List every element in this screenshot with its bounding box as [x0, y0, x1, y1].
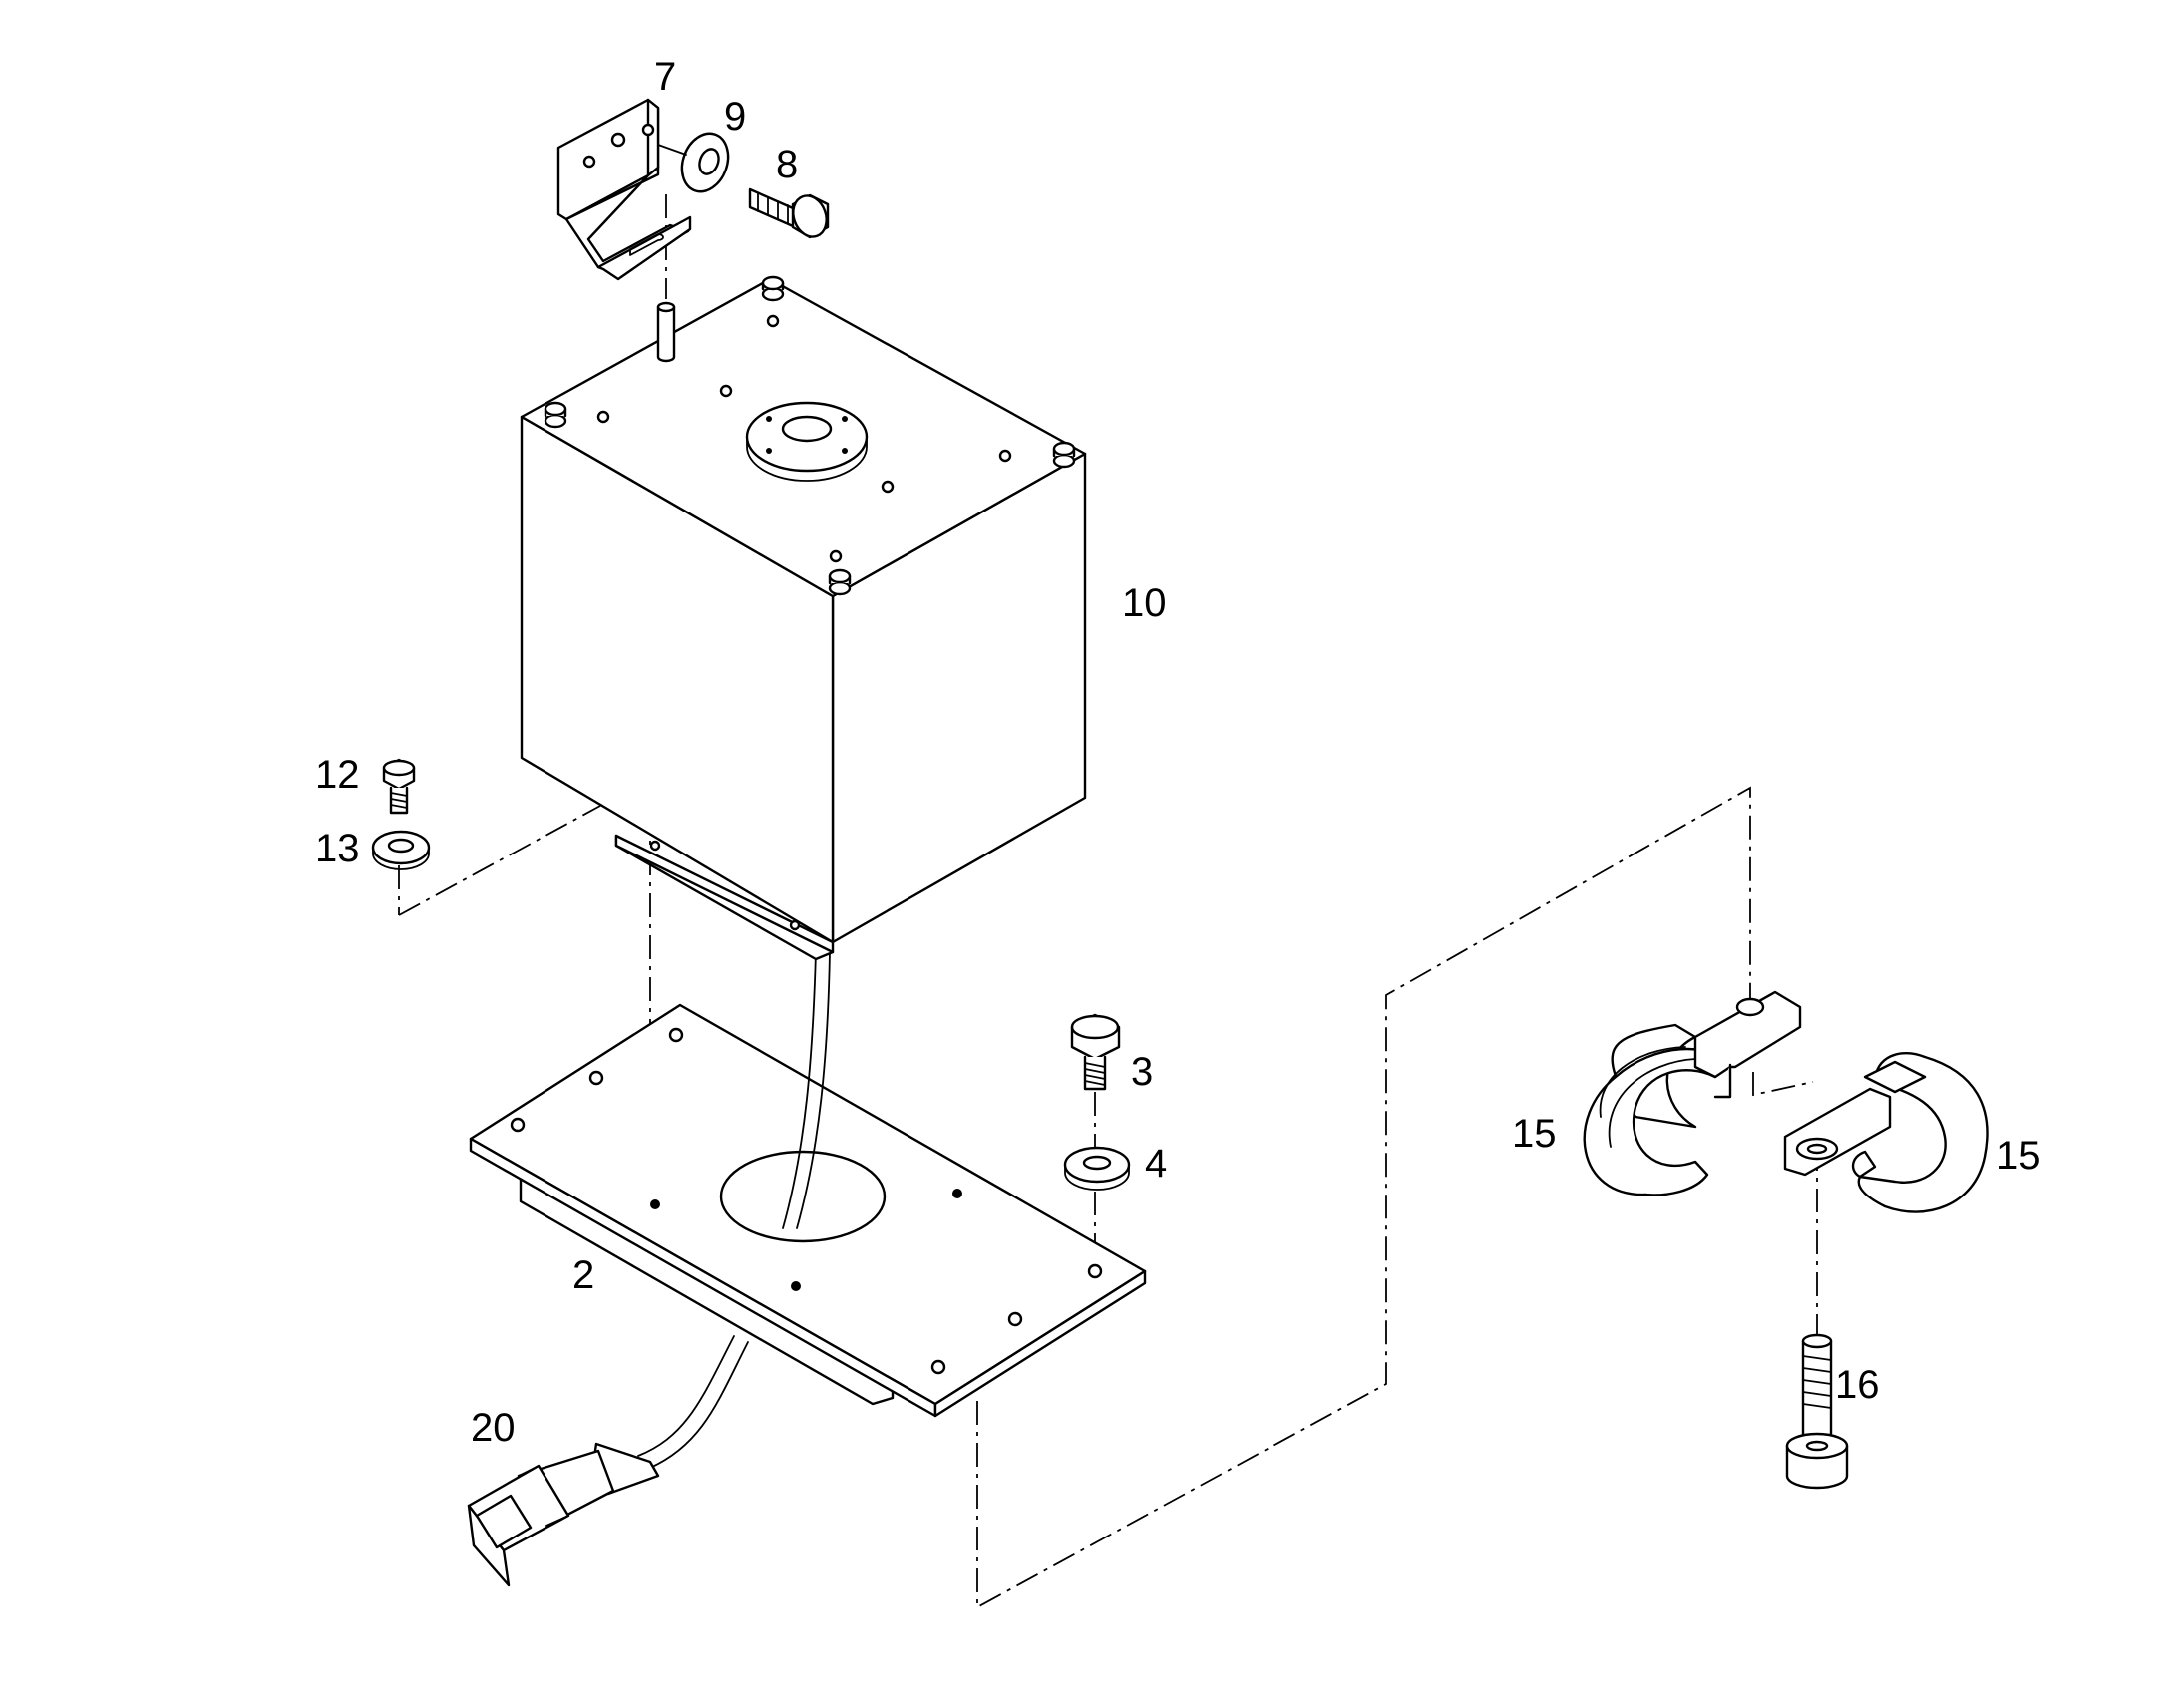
socket-head-bolt-16	[1785, 1333, 1849, 1490]
corner-stud-front	[828, 568, 852, 596]
callout-15-left: 15	[1512, 1112, 1557, 1156]
base-plate	[469, 1003, 1147, 1418]
callout-labels: 7 9 8 10 12 13 3 4 2 20 15 15 16	[315, 55, 2041, 1450]
assembly-leader-lines	[398, 194, 1818, 1609]
mounting-bracket	[556, 98, 692, 281]
bolt-12	[382, 758, 416, 815]
callout-12: 12	[315, 753, 360, 797]
box-housing	[520, 275, 1087, 961]
sensor-cable	[637, 951, 831, 1469]
cable-clamp-15-right	[1783, 1052, 1989, 1213]
locating-pin	[656, 301, 676, 363]
cable-connector-20	[467, 1442, 660, 1587]
corner-stud-right	[1052, 441, 1076, 469]
leader-bolt-12-to-box	[398, 805, 601, 916]
washer-4	[1063, 1146, 1131, 1191]
callout-16: 16	[1835, 1363, 1880, 1407]
callout-9: 9	[724, 95, 746, 139]
washer-13	[371, 830, 431, 870]
corner-stud-left	[544, 401, 567, 429]
callout-2: 2	[572, 1253, 594, 1297]
washer-9	[657, 132, 730, 193]
hex-bolt-3	[1070, 1013, 1121, 1091]
leader-clamp-to-clamp	[1752, 1072, 1814, 1097]
callout-10: 10	[1122, 581, 1167, 625]
cable-pass-through-hole	[719, 1150, 887, 1243]
cable-clamp-15-left	[1583, 990, 1802, 1196]
callout-15-right: 15	[1997, 1134, 2041, 1178]
leader-plate-to-clamp	[976, 786, 1751, 1609]
hex-bolt-8	[748, 187, 830, 239]
callout-3: 3	[1131, 1050, 1153, 1094]
callout-20: 20	[471, 1406, 516, 1450]
callout-4: 4	[1145, 1142, 1167, 1186]
corner-stud-top	[761, 275, 785, 302]
callout-13: 13	[315, 827, 360, 870]
callout-7: 7	[654, 55, 676, 99]
callout-8: 8	[776, 143, 798, 186]
